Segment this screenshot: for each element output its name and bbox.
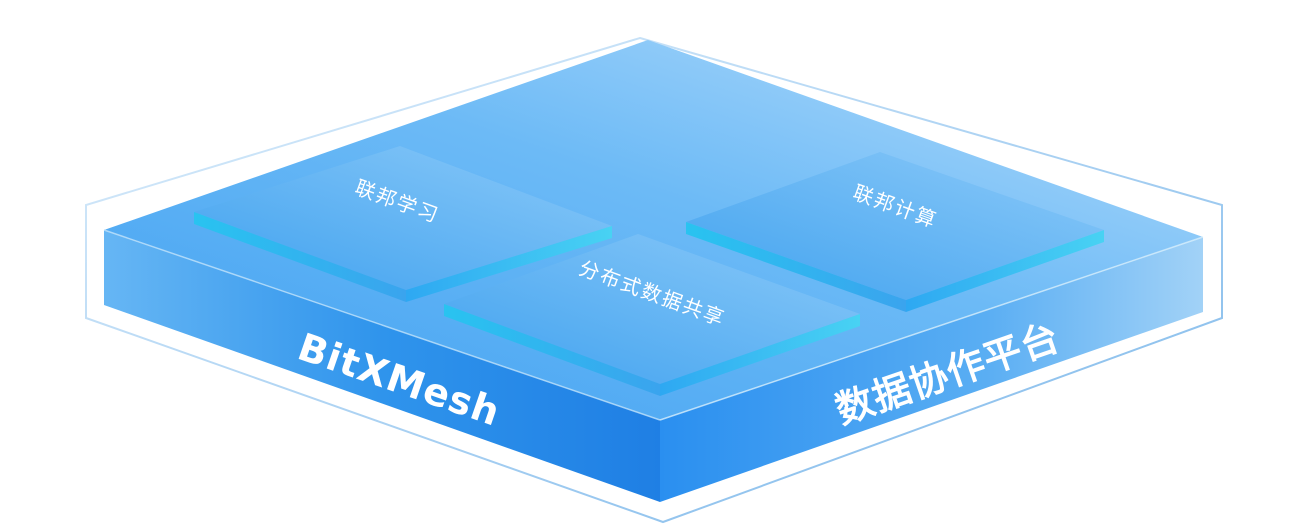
slab-edge-highlight — [103, 229, 661, 421]
slab-front-right — [660, 237, 1203, 502]
outer-frame — [85, 36, 1223, 524]
slab-edge-highlight-right — [659, 236, 1204, 421]
module-block-distributed-sharing — [444, 234, 860, 396]
module-block-federated-computing — [686, 152, 1104, 312]
module-block-federated-learning — [194, 146, 612, 302]
slab-front-left — [104, 230, 660, 502]
slab-top — [104, 40, 1203, 420]
